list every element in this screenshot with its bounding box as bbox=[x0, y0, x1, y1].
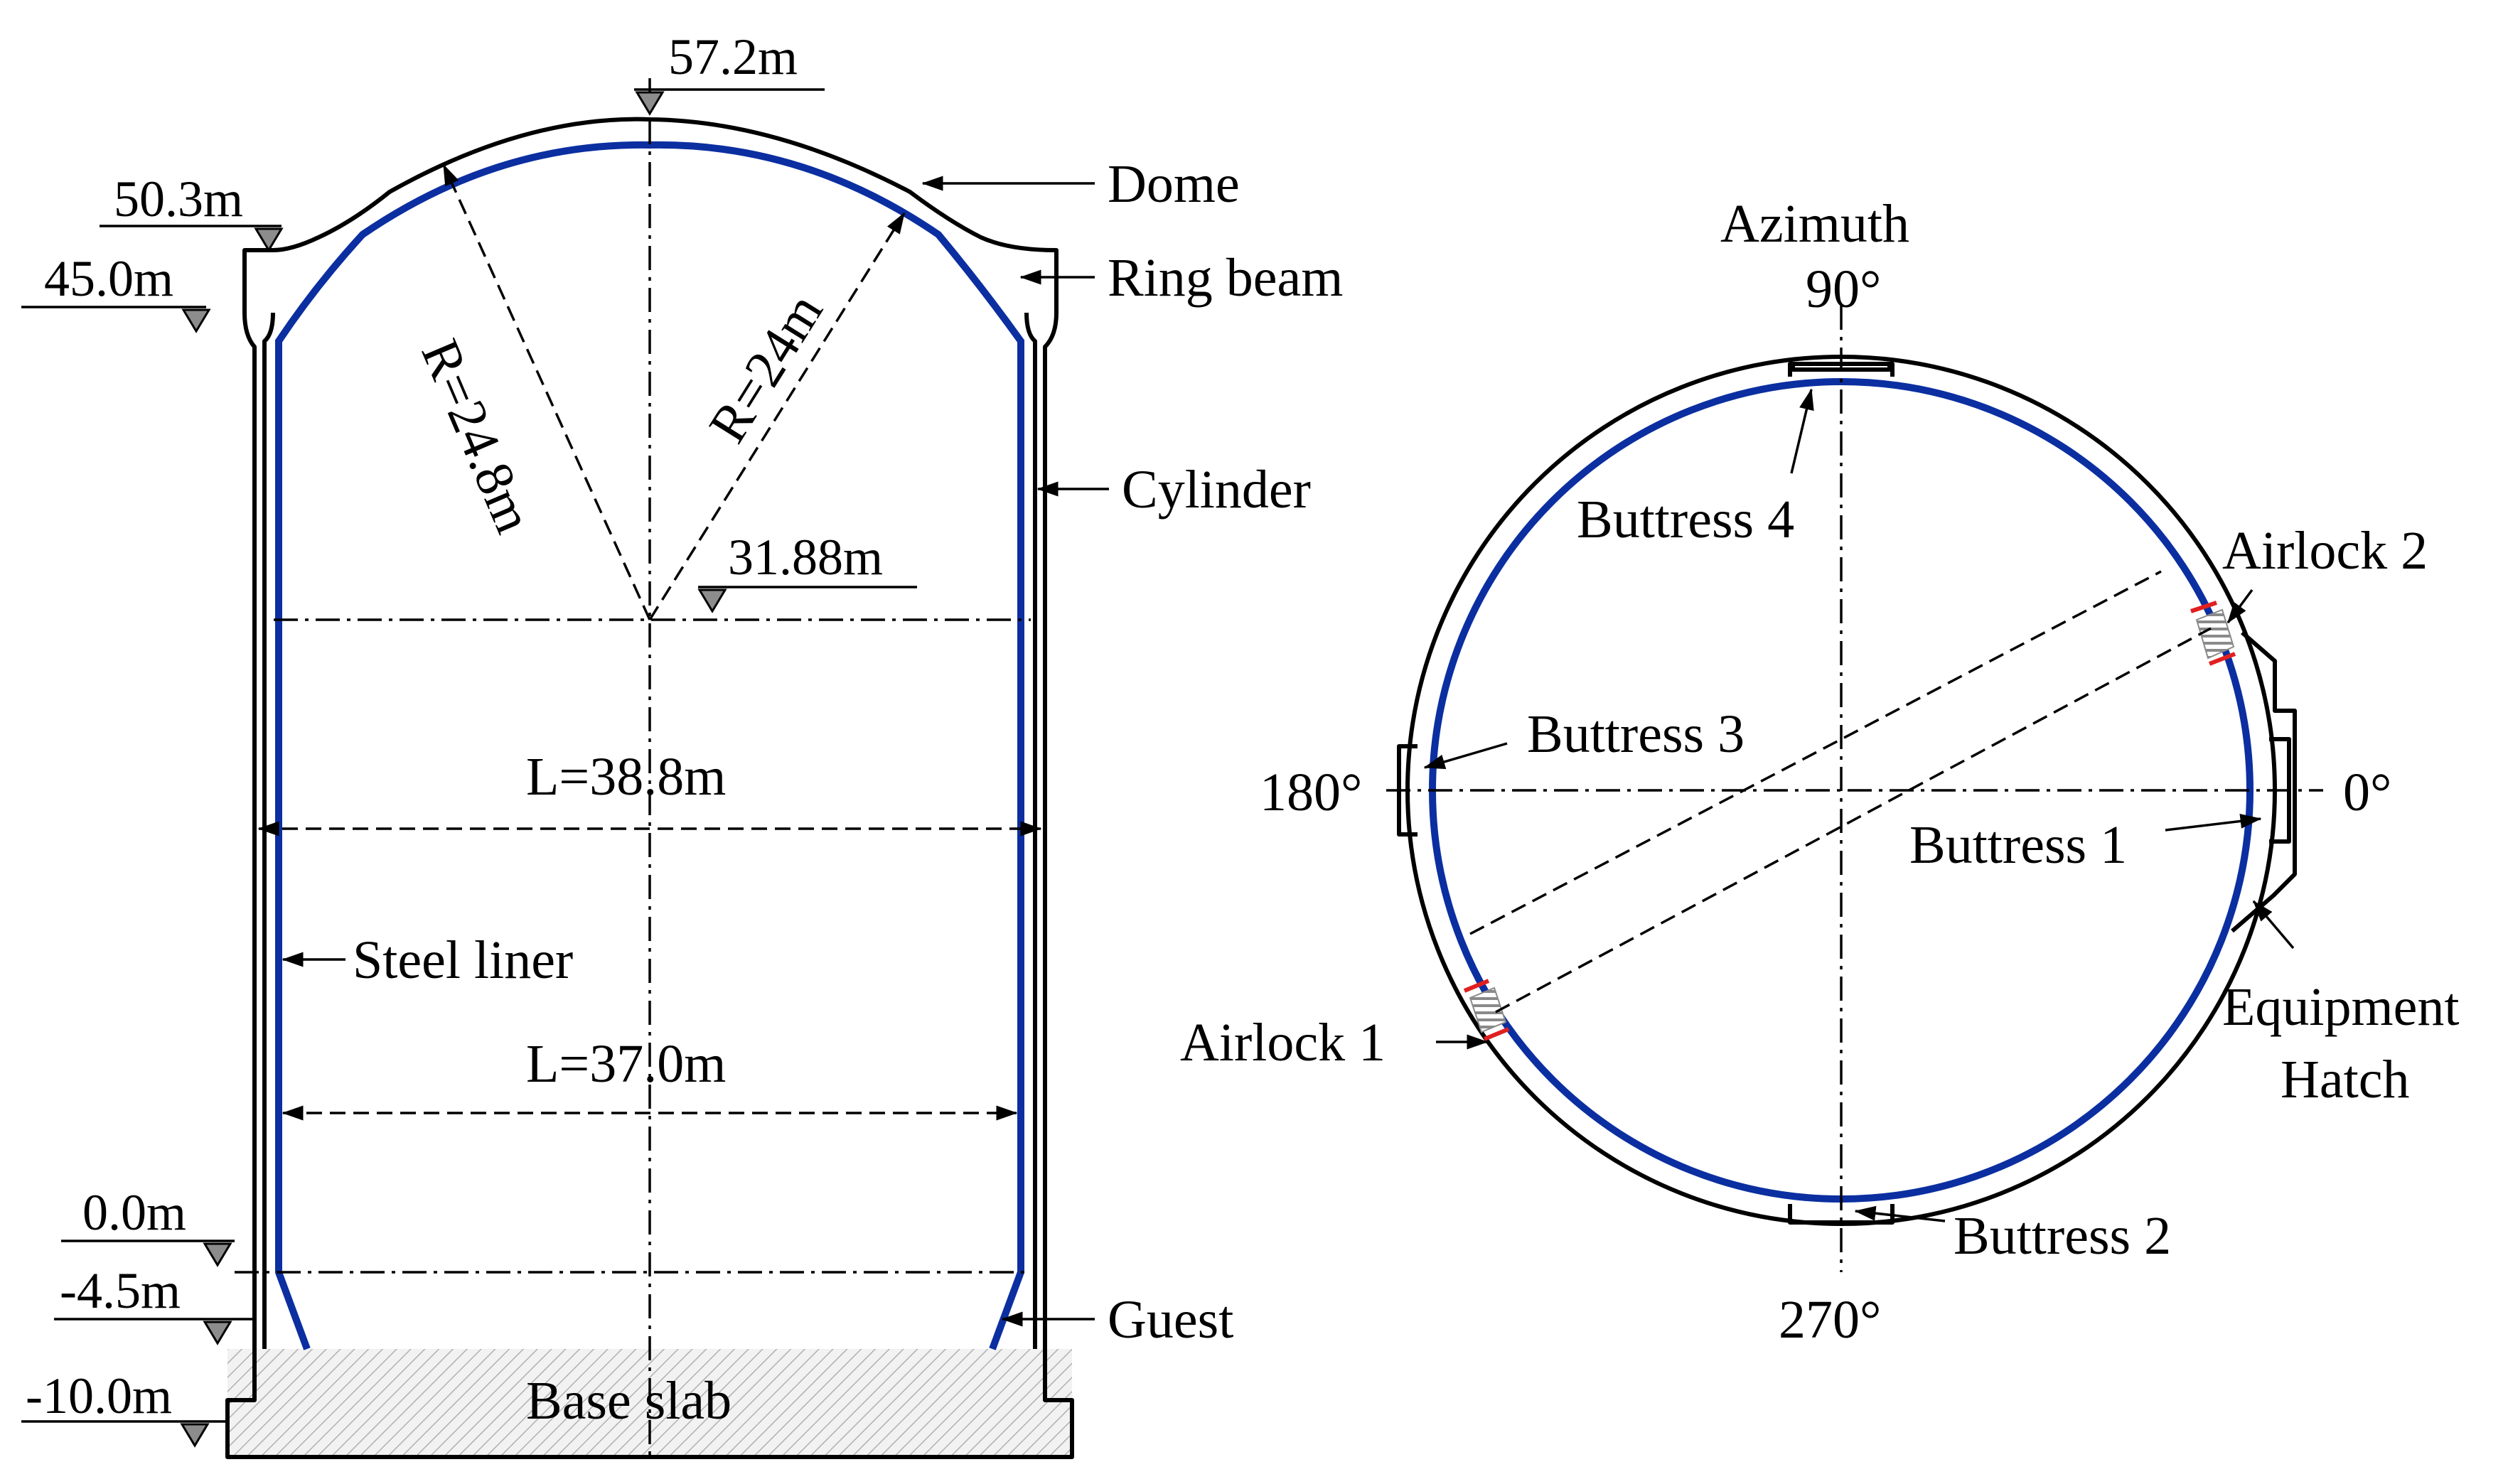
angle-90-label: 90° bbox=[1806, 259, 1881, 319]
airlock-1-label: Airlock 1 bbox=[1180, 1013, 1386, 1072]
buttress-1-leader bbox=[2165, 813, 2262, 832]
radius-line-inner bbox=[648, 212, 906, 620]
angle-0-label: 0° bbox=[2343, 763, 2391, 822]
base-slab-label: Base slab bbox=[526, 1371, 732, 1431]
radius-line-outer bbox=[442, 163, 651, 620]
ring-beam-label: Ring beam bbox=[1108, 248, 1343, 308]
dome-label: Dome bbox=[1108, 154, 1240, 214]
level-marker-top bbox=[634, 88, 825, 116]
angle-180-label: 180° bbox=[1260, 763, 1362, 822]
buttress-2-shape bbox=[1788, 1204, 1895, 1225]
equipment-hatch-label-1: Equipment bbox=[2222, 977, 2460, 1037]
level-marker-ring-top bbox=[100, 225, 284, 252]
equipment-hatch-label-2: Hatch bbox=[2281, 1050, 2409, 1109]
equipment-hatch-leader bbox=[2252, 900, 2295, 950]
equipment-hatch-shape bbox=[2231, 630, 2297, 933]
radius-inner-label: R=24m bbox=[697, 284, 834, 453]
level-dome-center: 31.88m bbox=[728, 529, 883, 586]
width-outer-label: L=38.8m bbox=[526, 747, 726, 807]
level-minus-4-5: -4.5m bbox=[60, 1262, 181, 1319]
level-ring-bottom: 45.0m bbox=[44, 250, 173, 307]
buttress-2-leader bbox=[1854, 1205, 1946, 1222]
level-ring-top: 50.3m bbox=[114, 171, 243, 227]
azimuth-title: Azimuth bbox=[1720, 194, 1909, 254]
radius-outer-label: R=24.8m bbox=[409, 331, 544, 542]
airlock-2-label: Airlock 2 bbox=[2222, 521, 2428, 581]
base-slab-outline bbox=[225, 1349, 1074, 1459]
width-inner-label: L=37.0m bbox=[526, 1034, 726, 1094]
containment-outer-wall bbox=[242, 117, 1059, 1349]
buttress-4-leader bbox=[1790, 388, 1814, 474]
angle-270-label: 270° bbox=[1779, 1290, 1881, 1350]
level-zero: 0.0m bbox=[82, 1184, 186, 1241]
plan-view: Azimuth 90° 0° 180° 270° Buttress 4 Butt… bbox=[1180, 194, 2460, 1350]
containment-inner-wall bbox=[262, 312, 1037, 1349]
buttress-2-label: Buttress 2 bbox=[1954, 1206, 2171, 1266]
level-marker-zero bbox=[61, 1240, 235, 1267]
level-marker-minus-10 bbox=[21, 1420, 226, 1448]
buttress-1-label: Buttress 1 bbox=[1909, 815, 2127, 875]
buttress-4-label: Buttress 4 bbox=[1577, 490, 1794, 549]
steel-liner bbox=[275, 141, 1024, 1350]
level-top: 57.2m bbox=[668, 28, 798, 85]
level-marker-ring-bottom bbox=[21, 306, 211, 333]
steel-liner-label: Steel liner bbox=[353, 930, 573, 990]
buttress-3-label: Buttress 3 bbox=[1527, 704, 1745, 764]
airlock-1-marker bbox=[1463, 979, 1510, 1041]
buttress-3-leader bbox=[1423, 742, 1508, 770]
airlock-radial-2 bbox=[1495, 627, 2212, 1013]
section-view: 57.2m 50.3m 45.0m 31.88m 0.0m -4.5m -10.… bbox=[21, 28, 1343, 1459]
level-marker-minus-4-5 bbox=[54, 1318, 254, 1345]
airlock-2-leader bbox=[2226, 588, 2254, 624]
airlock-2-marker bbox=[2190, 601, 2236, 666]
level-minus-10: -10.0m bbox=[26, 1367, 172, 1424]
level-marker-dome-center bbox=[697, 586, 917, 613]
cylinder-label: Cylinder bbox=[1122, 460, 1311, 520]
guest-label: Guest bbox=[1108, 1290, 1233, 1350]
airlock-radial-1 bbox=[1469, 570, 2162, 935]
